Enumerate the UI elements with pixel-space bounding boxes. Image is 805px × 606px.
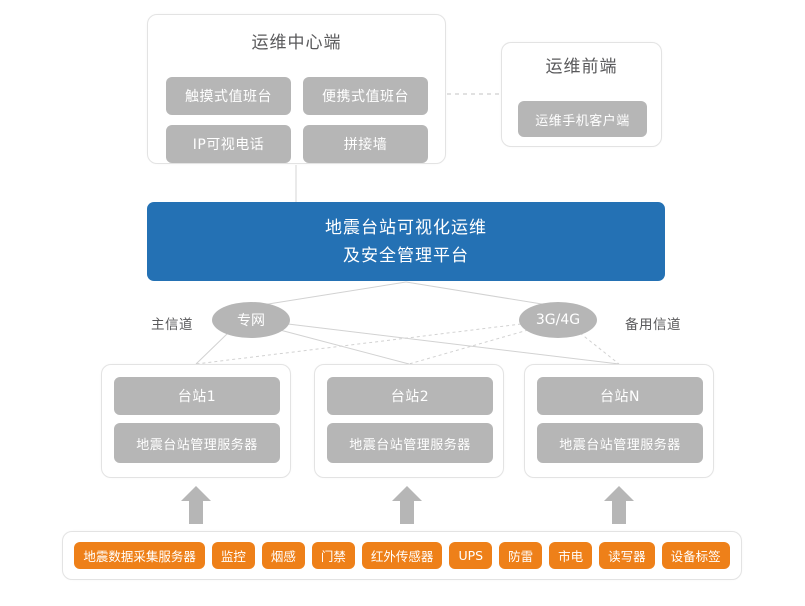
up-arrow-icon: [392, 486, 422, 524]
link-backup-to-station-2: [408, 329, 529, 365]
link-primary-to-station-2: [279, 329, 410, 365]
backup-channel-node[interactable]: 3G/4G: [519, 302, 597, 338]
station-server[interactable]: 地震台站管理服务器: [537, 423, 703, 463]
primary-channel-label: 主信道: [151, 317, 193, 333]
device-tag-reader[interactable]: 读写器: [599, 542, 655, 569]
device-bar: 地震数据采集服务器 监控 烟感 门禁 红外传感器 UPS 防雷 市电 读写器 设…: [62, 531, 742, 580]
device-tag-lightning-protection[interactable]: 防雷: [499, 542, 543, 569]
up-arrow-icon: [181, 486, 211, 524]
station-name[interactable]: 台站N: [537, 377, 703, 415]
backup-channel-label: 备用信道: [625, 317, 681, 333]
link-primary-to-station-1: [195, 332, 229, 365]
device-tag-surveillance[interactable]: 监控: [211, 542, 255, 569]
link-platform-to-primary: [261, 281, 407, 306]
station-panel: 台站1 地震台站管理服务器: [101, 364, 291, 478]
station-server[interactable]: 地震台站管理服务器: [327, 423, 493, 463]
ops-frontend-title: 运维前端: [545, 57, 618, 77]
ops-center-panel: 运维中心端 触摸式值班台 便携式值班台 IP可视电话 拼接墙: [147, 14, 446, 164]
device-tag-mains-power[interactable]: 市电: [549, 542, 593, 569]
platform-line-2: 及安全管理平台: [343, 245, 469, 266]
device-tag-infrared-sensor[interactable]: 红外传感器: [361, 542, 443, 569]
station-panel: 台站N 地震台站管理服务器: [524, 364, 714, 478]
platform-banner: 地震台站可视化运维 及安全管理平台: [147, 202, 665, 281]
station-name[interactable]: 台站1: [114, 377, 280, 415]
device-tag-access-control[interactable]: 门禁: [311, 542, 355, 569]
up-arrow-icon: [604, 486, 634, 524]
station-server[interactable]: 地震台站管理服务器: [114, 423, 280, 463]
ops-center-title: 运维中心端: [251, 33, 342, 53]
chip-video-wall[interactable]: 拼接墙: [303, 125, 428, 163]
primary-channel-node[interactable]: 专网: [212, 302, 290, 338]
chip-ip-video-phone[interactable]: IP可视电话: [166, 125, 291, 163]
platform-line-1: 地震台站可视化运维: [325, 217, 487, 238]
chip-portable-duty-console[interactable]: 便携式值班台: [303, 77, 428, 115]
station-panel: 台站2 地震台站管理服务器: [314, 364, 504, 478]
device-tag-ups[interactable]: UPS: [449, 542, 493, 569]
link-backup-to-station-3: [579, 332, 620, 365]
link-platform-to-backup: [405, 281, 549, 306]
station-name[interactable]: 台站2: [327, 377, 493, 415]
ops-center-chip-grid: 触摸式值班台 便携式值班台 IP可视电话 拼接墙: [166, 77, 429, 163]
chip-mobile-client[interactable]: 运维手机客户端: [518, 101, 647, 137]
chip-touch-duty-console[interactable]: 触摸式值班台: [166, 77, 291, 115]
device-tag-data-acquisition-server[interactable]: 地震数据采集服务器: [74, 542, 205, 569]
device-tag-equipment-label[interactable]: 设备标签: [661, 542, 730, 569]
device-tag-smoke-detector[interactable]: 烟感: [261, 542, 305, 569]
ops-frontend-panel: 运维前端 运维手机客户端: [501, 42, 662, 147]
